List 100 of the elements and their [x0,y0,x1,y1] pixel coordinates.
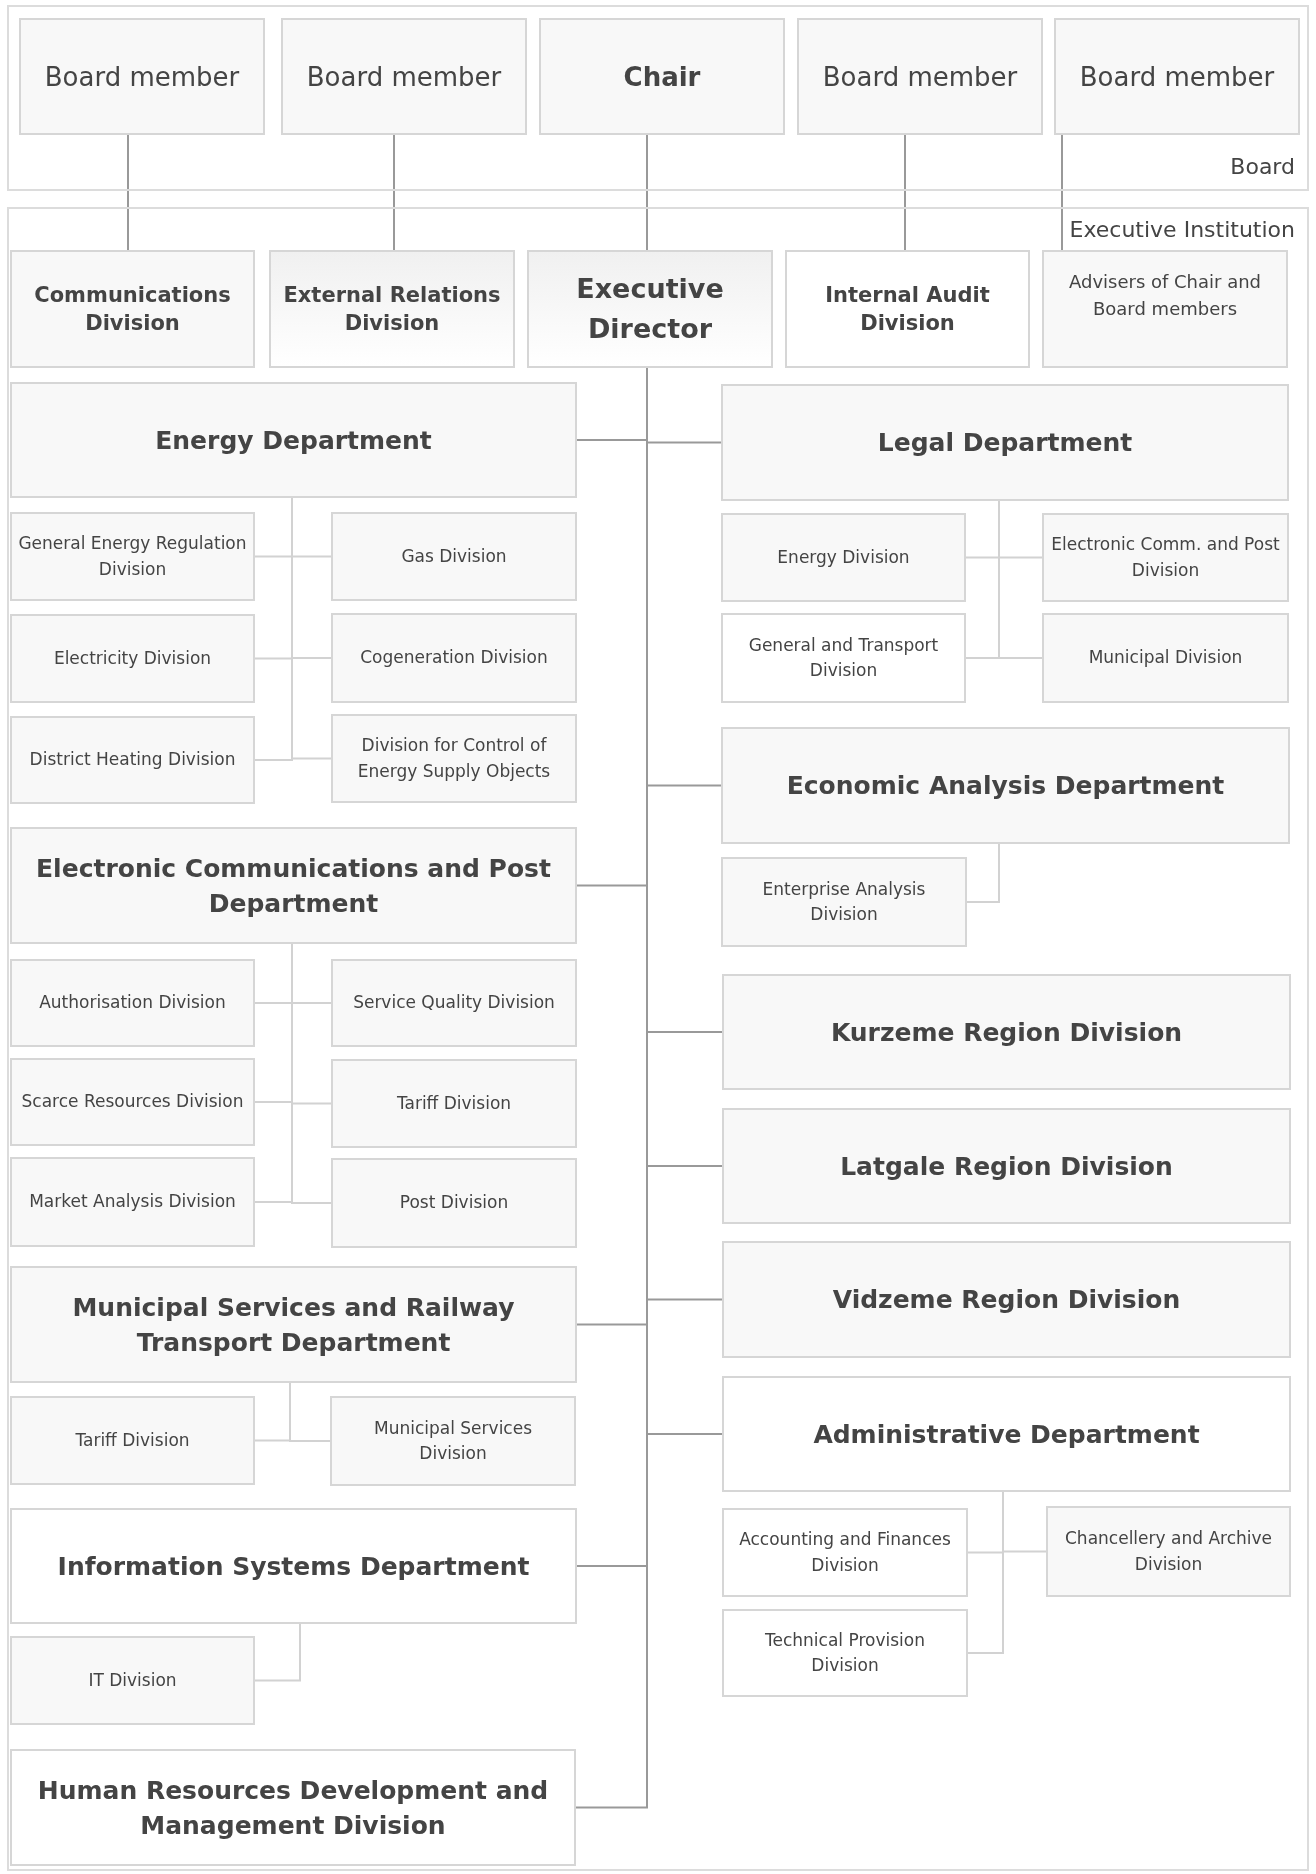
connector-line [998,500,1043,659]
unit-name: Scarce Resources Division [21,1090,244,1114]
unit-name: Human Resources Development and Management Division [36,1774,550,1842]
org-unit-box [269,250,515,368]
org-unit-box [722,1609,968,1697]
unit-name: Board member [822,61,1018,92]
org-unit-box [331,1059,577,1148]
org-unit-box [331,512,577,601]
org-unit-box [1054,18,1300,135]
org-unit-box [722,1508,968,1597]
unit-name: Latgale Region Division [840,1150,1173,1183]
unit-name: Tariff Division [75,1428,190,1452]
connector-line [1061,134,1063,251]
connector-line [254,1623,301,1682]
unit-name: Energy Division [777,545,910,569]
unit-name: Advisers of Chair and Board members [1067,270,1263,321]
org-unit-box [721,513,966,602]
panel-title: Board [1230,154,1295,179]
org-unit-box [281,18,527,135]
org-unit-box [10,382,577,498]
org-unit-box [1042,513,1289,602]
org-unit-box [10,1508,577,1624]
unit-name: External Relations Division [282,281,502,337]
unit-name: Division for Control of Energy Supply Objects [356,734,552,783]
connector-line [291,943,332,1204]
connector-line [966,843,1000,903]
org-unit-box [539,18,785,135]
connector-line [967,1491,1004,1654]
unit-name: Information Systems Department [57,1550,530,1583]
unit-name: Municipal Services and Railway Transport Department [71,1291,516,1359]
org-unit-box [10,614,255,703]
org-unit-box [722,1108,1291,1224]
unit-name: Administrative Department [813,1418,1200,1451]
unit-name: Electricity Division [53,646,212,670]
org-unit-box [1042,250,1288,368]
unit-name: Enterprise Analysis Division [761,877,927,926]
unit-name: Economic Analysis Department [786,770,1225,802]
unit-name: Tariff Division [396,1091,512,1115]
connector-line [904,134,906,251]
unit-name: General Energy Regulation Division [18,532,247,581]
org-unit-box [721,613,966,703]
org-unit-box [722,1376,1291,1492]
org-unit-box [331,714,577,803]
unit-name: Authorisation Division [39,991,226,1015]
org-unit-box [722,974,1291,1090]
org-unit-box [10,1266,577,1383]
unit-name: Chair [623,61,701,92]
connector-line [289,1382,331,1442]
unit-name: Municipal Division [1088,646,1243,670]
unit-name: Energy Department [155,424,432,457]
unit-name: Board member [44,61,240,92]
org-unit-box [527,250,773,368]
panel-title: Executive Institution [1069,217,1295,242]
org-unit-box [10,512,255,601]
org-unit-box [10,827,577,944]
unit-name: Internal Audit Division [824,281,991,337]
org-unit-box [785,250,1030,368]
unit-name: Service Quality Division [353,991,555,1015]
org-unit-box [10,959,255,1047]
unit-name: IT Division [88,1668,177,1692]
group-panel [7,207,1309,1871]
unit-name: General and Transport Division [747,633,940,682]
org-unit-box [10,716,255,804]
unit-name: Technical Provision Division [764,1628,926,1677]
unit-name: Board member [306,61,502,92]
unit-name: Kurzeme Region Division [830,1016,1183,1049]
unit-name: Market Analysis Division [29,1190,236,1214]
org-unit-box [10,1396,255,1485]
unit-name: Executive Director [575,271,725,346]
org-unit-box [10,1058,255,1146]
unit-name: Board member [1079,61,1275,92]
org-unit-box [331,613,577,703]
connector-line [291,497,332,760]
org-unit-box [1042,613,1289,703]
unit-name: Cogeneration Division [360,646,548,670]
org-unit-box [330,1396,576,1486]
group-panel [7,5,1309,191]
unit-name: Vidzeme Region Division [832,1284,1181,1316]
connector-line [646,134,648,251]
unit-name: Gas Division [401,544,507,568]
org-unit-box [10,1749,576,1866]
org-unit-box [721,857,967,947]
unit-name: Electronic Communications and Post Department [35,852,552,920]
org-unit-box [10,1157,255,1247]
org-unit-box [721,384,1289,501]
unit-name: Municipal Services Division [373,1416,533,1465]
org-unit-box [331,1158,577,1248]
org-unit-box [722,1241,1291,1358]
org-unit-box [721,727,1290,844]
org-unit-box [331,959,577,1047]
unit-name: District Heating Division [29,748,236,772]
org-unit-box [797,18,1043,135]
unit-name: Accounting and Finances Division [738,1528,952,1577]
unit-name: Electronic Comm. and Post Division [1050,533,1281,582]
connector-line [393,134,395,251]
org-unit-box [1046,1506,1291,1597]
org-unit-box [10,250,255,368]
unit-name: Legal Department [877,427,1133,459]
unit-name: Post Division [399,1191,509,1215]
unit-name: Chancellery and Archive Division [1064,1527,1273,1576]
